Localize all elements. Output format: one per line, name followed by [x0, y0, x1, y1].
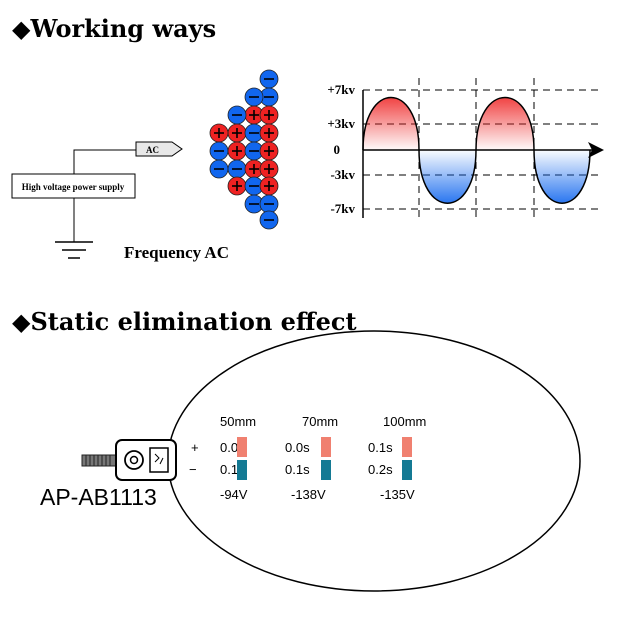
ac-tag [135, 141, 183, 157]
negative-decay-bar [402, 460, 412, 480]
positive-decay-time: 0.1s [368, 440, 393, 455]
working-ways-heading: ◆Working ways [12, 14, 217, 43]
positive-decay-bar [321, 437, 331, 457]
positive-decay-bar [237, 437, 247, 457]
effect-columns: 50mm0.0s0.1s-94V70mm0.0s0.1s-138V100mm0.… [220, 414, 426, 502]
tick-label-plus-7kv: +7kv [327, 82, 355, 97]
waveform-chart: +7kv +3kv 0 -3kv -7kv [327, 78, 604, 220]
negative-decay-bar [237, 460, 247, 480]
device-model-label: AP-AB1113 [40, 484, 157, 510]
positive-half-wave-1 [363, 97, 419, 150]
distance-label: 100mm [383, 414, 426, 429]
measurement-ellipse [167, 330, 581, 592]
negative-decay-time: 0.1s [285, 462, 310, 477]
positive-half-wave-2 [476, 97, 534, 150]
supply-wire [73, 149, 136, 174]
distance-label: 50mm [220, 414, 256, 429]
tick-label-plus-3kv: +3kv [327, 116, 355, 131]
row-prefix-negative: − [189, 462, 197, 477]
power-supply-label: High voltage power supply [22, 182, 125, 192]
ionizer-device-icon [81, 439, 177, 481]
residual-voltage: -94V [220, 487, 248, 502]
residual-voltage: -138V [291, 487, 326, 502]
circuit-diagram: High voltage power supply AC Frequency A… [11, 141, 229, 262]
distance-label: 70mm [302, 414, 338, 429]
x-axis-arrow-icon [588, 142, 604, 158]
positive-decay-bar [402, 437, 412, 457]
tick-label-zero: 0 [334, 142, 341, 157]
row-prefix-positive: + [191, 440, 199, 455]
negative-decay-time: 0.2s [368, 462, 393, 477]
negative-half-wave-1 [419, 150, 476, 204]
static-elimination-heading: ◆Static elimination effect [12, 307, 357, 336]
residual-voltage: -135V [380, 487, 415, 502]
negative-half-wave-2 [534, 150, 590, 204]
tick-label-minus-3kv: -3kv [330, 167, 355, 182]
tick-label-minus-7kv: -7kv [330, 201, 355, 216]
frequency-caption: Frequency AC [124, 243, 229, 262]
ion-cluster [209, 69, 279, 230]
ground-icon [55, 241, 93, 259]
positive-decay-time: 0.0s [285, 440, 310, 455]
negative-decay-bar [321, 460, 331, 480]
ac-tag-label: AC [146, 145, 159, 155]
effect-section: AP-AB1113 + − 50mm0.0s0.1s-94V70mm0.0s0.… [40, 330, 581, 592]
